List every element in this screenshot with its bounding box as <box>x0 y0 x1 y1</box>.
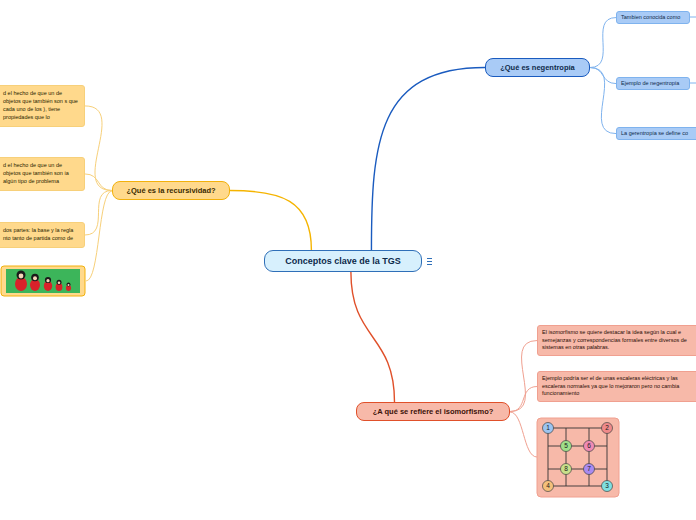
node-text: ¿A qué se refiere el isomorfismo? <box>363 407 503 416</box>
graph-picture <box>537 418 619 497</box>
node-text: dos partes: la base y la regla nto tanto… <box>3 227 80 243</box>
leader-line <box>690 83 696 84</box>
node-text: El isomorfismo se quiere destacar la ide… <box>542 329 694 352</box>
leader-line <box>510 412 537 457</box>
callout-number: 4 <box>543 481 553 491</box>
callout-number: 5 <box>561 441 571 451</box>
node-text: Ejemplo podría ser el de unas escaleras … <box>542 375 694 398</box>
subtopic-box: El isomorfismo se quiere destacar la ide… <box>537 325 696 356</box>
branch-connector <box>230 191 311 251</box>
branch-connector <box>351 272 395 402</box>
node-text: d el hecho de que un de objetos que tamb… <box>3 90 80 122</box>
branch-connector <box>85 106 112 191</box>
subtopic-box: Ejemplo podría ser el de unas escaleras … <box>537 371 696 402</box>
branch-connector <box>85 174 112 191</box>
node-text: Ejemplo de negentropía <box>621 80 685 87</box>
callout-number: 8 <box>561 464 571 474</box>
callout-number: 1 <box>543 423 553 433</box>
callout-number: 3 <box>602 481 612 491</box>
doll <box>30 274 40 291</box>
callout-number: 6 <box>584 441 594 451</box>
doll <box>15 271 27 292</box>
doll <box>44 277 52 291</box>
doll <box>66 283 71 292</box>
callout-number: 7 <box>584 464 594 474</box>
node-text: ¿Qué es negentropía <box>492 63 583 72</box>
subtopic-box: dos partes: la base y la regla nto tanto… <box>0 222 85 248</box>
matryoshka-picture <box>1 266 85 296</box>
menu-icon <box>427 259 432 265</box>
subtopic-box: La gerentropía se define co <box>616 127 696 140</box>
callout-number: 2 <box>602 423 612 433</box>
leader-line <box>690 17 696 18</box>
node-text: La gerentropía se define co <box>621 130 696 137</box>
subtopic-box: d el hecho de que un de objetos que tamb… <box>0 157 85 191</box>
leader-line <box>86 191 112 281</box>
node-text: d el hecho de que un de objetos que tamb… <box>3 162 80 186</box>
topic-box: ¿Qué es la recursividad? <box>112 181 230 200</box>
subtopic-box: d el hecho de que un de objetos que tamb… <box>0 85 85 127</box>
branch-connector <box>510 387 537 412</box>
branch-connector <box>510 341 537 412</box>
central-topic: Conceptos clave de la TGS <box>264 250 422 272</box>
branch-connector <box>371 68 485 251</box>
doll <box>56 280 63 291</box>
subtopic-box: Ejemplo de negentropía <box>616 77 690 90</box>
topic-box: ¿Qué es negentropía <box>485 58 590 77</box>
node-text: Conceptos clave de la TGS <box>271 256 415 266</box>
node-text: ¿Qué es la recursividad? <box>119 186 223 195</box>
subtopic-box: Tambien conocida como <box>616 11 690 24</box>
branch-connector <box>85 191 112 235</box>
branch-connector <box>590 18 616 68</box>
branch-connector <box>590 68 616 134</box>
node-text: Tambien conocida como <box>621 14 685 21</box>
topic-box: ¿A qué se refiere el isomorfismo? <box>356 402 510 421</box>
